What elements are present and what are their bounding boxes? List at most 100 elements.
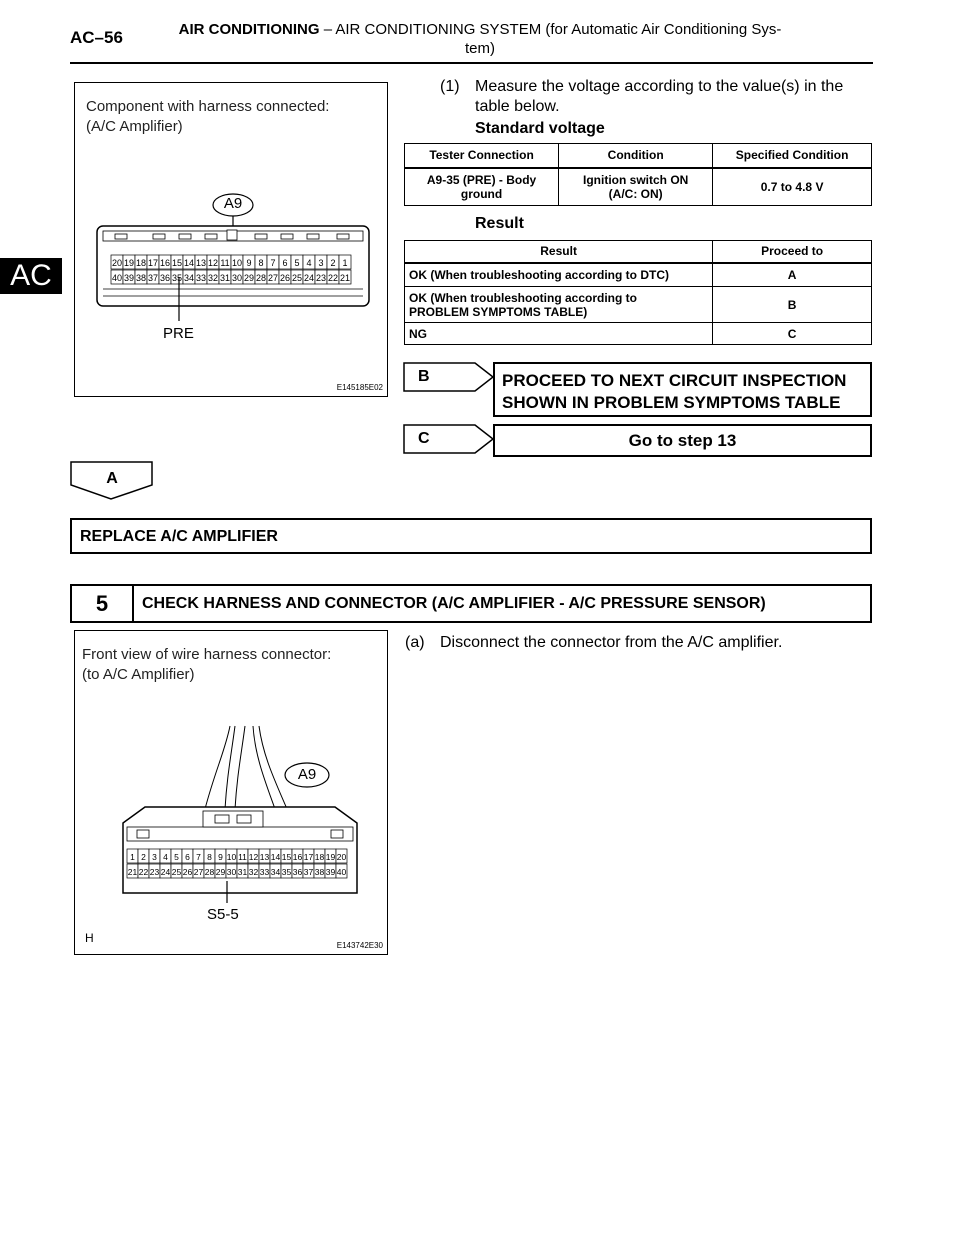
pin-number: 36 — [293, 867, 303, 877]
pin-number: 16 — [160, 258, 170, 268]
pin-number: 35 — [172, 273, 182, 283]
pin-number: 33 — [196, 273, 206, 283]
pin-number: 40 — [337, 867, 347, 877]
pin-number: 32 — [208, 273, 218, 283]
pin-number: 20 — [337, 852, 347, 862]
standard-voltage-heading: Standard voltage — [475, 120, 605, 137]
proceed-cell: B — [712, 286, 872, 323]
pin-number: 6 — [282, 258, 287, 268]
pin-number: 1 — [130, 852, 135, 862]
pin-number: 5 — [294, 258, 299, 268]
pin-number: 17 — [304, 852, 314, 862]
pin-number: 26 — [183, 867, 193, 877]
pin-number: 26 — [280, 273, 290, 283]
pin-number: 2 — [141, 852, 146, 862]
pin-number: 31 — [220, 273, 230, 283]
pin-number: 25 — [172, 867, 182, 877]
pin-number: 7 — [196, 852, 201, 862]
pin-number: 1 — [342, 258, 347, 268]
pin-number: 34 — [271, 867, 281, 877]
connector-figure-amplifier: Component with harness connected: (A/C A… — [74, 82, 388, 397]
figure-corner-letter: H — [85, 931, 94, 945]
table-header: Specified Condition — [712, 143, 872, 168]
pin-number: 12 — [208, 258, 218, 268]
pin-number: 18 — [136, 258, 146, 268]
pin-number: 21 — [340, 273, 350, 283]
pin-number: 14 — [184, 258, 194, 268]
pin-number: 13 — [260, 852, 270, 862]
section-name: AIR CONDITIONING — [178, 21, 320, 38]
flow-letter-c: C — [418, 430, 430, 447]
condition-cell: Ignition switch ON(A/C: ON) — [558, 167, 714, 206]
pin-number: 10 — [232, 258, 242, 268]
pin-number: 10 — [227, 852, 237, 862]
pin-number: 24 — [304, 273, 314, 283]
pin-number: 38 — [136, 273, 146, 283]
replace-amplifier-box: REPLACE A/C AMPLIFIER — [70, 518, 872, 554]
pin-number: 33 — [260, 867, 270, 877]
pin-number: 7 — [270, 258, 275, 268]
step-5-header: 5 CHECK HARNESS AND CONNECTOR (A/C AMPLI… — [70, 584, 872, 623]
pin-number: 30 — [232, 273, 242, 283]
pin-number: 34 — [184, 273, 194, 283]
section-side-tab: AC — [0, 258, 62, 294]
header-dash: – — [323, 21, 333, 38]
table-header: Proceed to — [712, 240, 872, 263]
figure-caption: Component with harness connected: (A/C A… — [86, 98, 330, 135]
table-row: NG C — [403, 322, 872, 345]
step-a-number: (a) — [405, 634, 425, 651]
pin-number: 31 — [238, 867, 248, 877]
pin-number: 3 — [318, 258, 323, 268]
pin-number: 14 — [271, 852, 281, 862]
pin-number: 4 — [163, 852, 168, 862]
pin-number: 12 — [249, 852, 259, 862]
standard-voltage-table: Tester Connection Condition Specified Co… — [403, 143, 872, 206]
page-number: AC–56 — [70, 28, 123, 47]
pin-number: 3 — [152, 852, 157, 862]
pin-number: 35 — [282, 867, 292, 877]
pin-number: 6 — [185, 852, 190, 862]
flow-arrow-c — [403, 424, 495, 454]
pin-number: 11 — [238, 852, 247, 862]
pin-cell — [335, 848, 348, 864]
pin-number: 9 — [218, 852, 223, 862]
step-title: CHECK HARNESS AND CONNECTOR (A/C AMPLIFI… — [142, 595, 766, 612]
pin-number: 21 — [128, 867, 138, 877]
proceed-cell: A — [712, 262, 872, 287]
pin-number: 8 — [207, 852, 212, 862]
header-rule — [70, 62, 873, 64]
table-header: Tester Connection — [403, 143, 560, 168]
pin-cell — [338, 269, 352, 285]
pin-number: 23 — [316, 273, 326, 283]
step-1-text: Measure the voltage according to the val… — [475, 78, 844, 115]
flow-arrow-b — [403, 362, 495, 392]
pin-number: 37 — [304, 867, 314, 877]
pin-number: 28 — [256, 273, 266, 283]
pin-number: 20 — [112, 258, 122, 268]
pin-number: 28 — [205, 867, 215, 877]
table-header: Result — [403, 240, 714, 263]
page-header-title: AIR CONDITIONING – AIR CONDITIONING SYST… — [150, 20, 810, 58]
specified-condition-cell: 0.7 to 4.8 V — [712, 167, 872, 206]
flow-letter-a: A — [106, 470, 118, 487]
result-cell: OK (When troubleshooting according to DT… — [403, 262, 714, 287]
pin-number: 40 — [112, 273, 122, 283]
pin-number: 27 — [194, 867, 204, 877]
pin-cell — [335, 863, 348, 879]
go-to-step-box: Go to step 13 — [493, 424, 872, 457]
pin-number: 32 — [249, 867, 259, 877]
figure-reference: E143742E30 — [336, 941, 383, 950]
pin-label-pre: PRE — [163, 325, 194, 342]
pin-number: 37 — [148, 273, 158, 283]
pin-cell — [338, 254, 352, 270]
pin-number: 27 — [268, 273, 278, 283]
table-row: OK (When troubleshooting according to DT… — [403, 262, 872, 287]
proceed-cell: C — [712, 322, 872, 345]
